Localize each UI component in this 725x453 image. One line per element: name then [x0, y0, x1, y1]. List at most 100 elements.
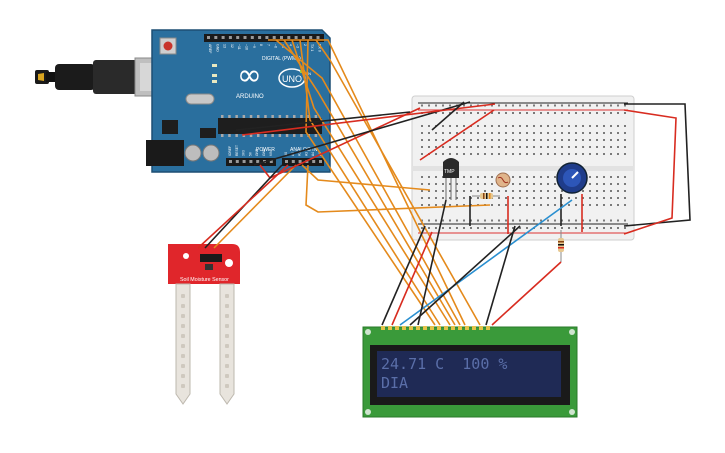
lcd-pin[interactable] [437, 326, 441, 330]
pin-label: A0 [284, 152, 288, 156]
temperature-sensor-label: TMP [444, 169, 455, 175]
lcd-pin[interactable] [472, 326, 476, 330]
header-pin[interactable] [258, 36, 262, 39]
pin-label: 8 [259, 44, 263, 46]
lcd-pin[interactable] [402, 326, 406, 330]
header-pin[interactable] [287, 36, 291, 39]
header-pin[interactable] [301, 36, 305, 39]
lcd-pin[interactable] [444, 326, 448, 330]
wire-5v-top[interactable] [241, 103, 496, 136]
arduino-model: UNO [282, 74, 302, 84]
header-pin[interactable] [291, 160, 295, 163]
wire-d10[interactable] [283, 39, 456, 326]
lcd-pin[interactable] [479, 326, 483, 330]
wire-lcd-rw[interactable] [409, 225, 521, 326]
wire-lcd-led-k[interactable] [485, 225, 516, 326]
breadboard[interactable]: TMP [411, 95, 635, 241]
header-pin[interactable] [236, 36, 240, 39]
pin-label: 7 [266, 44, 270, 46]
arduino-brand: ARDUINO [236, 94, 264, 100]
header-pin[interactable] [280, 36, 283, 39]
header-pin[interactable] [235, 160, 239, 163]
wire-d9[interactable] [291, 39, 451, 326]
pin-label: ~3 [296, 44, 300, 48]
wire-lcd-led-a[interactable] [491, 261, 562, 326]
pin-label: A3 [304, 152, 308, 156]
header-pin[interactable] [221, 36, 225, 39]
header-pin[interactable] [242, 160, 246, 163]
lcd-pin[interactable] [409, 326, 413, 330]
header-pin[interactable] [228, 36, 232, 39]
wire-d12[interactable] [268, 39, 466, 326]
wire-gnd[interactable] [253, 101, 471, 166]
soil-moisture-sensor[interactable]: Soil Moisture Sensor [168, 244, 240, 405]
header-pin[interactable] [272, 36, 276, 39]
wire-a2-ldr[interactable] [305, 164, 491, 213]
header-pin[interactable] [285, 160, 288, 163]
header-pin[interactable] [319, 160, 322, 163]
digital-header-label: DIGITAL (PWM~) [262, 56, 301, 62]
lcd-pin[interactable] [451, 326, 455, 330]
pin-label: RX 0 [318, 44, 322, 52]
pin-label: RESET [235, 145, 239, 156]
pin-label: GND [262, 148, 266, 156]
header-pin[interactable] [316, 36, 320, 39]
pin-label: ~9 [252, 44, 256, 48]
header-pin[interactable] [243, 36, 247, 39]
photoresistor[interactable] [495, 172, 511, 188]
pin-label: ~6 [274, 44, 278, 48]
header-pin[interactable] [269, 160, 273, 163]
header-pin[interactable] [214, 36, 218, 39]
resistor-1[interactable] [472, 193, 500, 199]
wire-a0-soil[interactable] [213, 164, 297, 249]
lcd-pin[interactable] [430, 326, 434, 330]
wire-lcd-e[interactable] [417, 199, 447, 326]
lcd-pin[interactable] [395, 326, 399, 330]
lcd-pin[interactable] [486, 326, 490, 330]
wire-lcd-vcc[interactable] [391, 231, 433, 326]
lcd-pin[interactable] [423, 326, 427, 330]
header-pin[interactable] [309, 36, 313, 39]
wires [197, 39, 691, 326]
potentiometer-knob[interactable] [556, 162, 588, 194]
crystal-oscillator [185, 93, 215, 105]
digital-header [204, 34, 324, 42]
wire-d7[interactable] [305, 39, 436, 326]
power-header-label: POWER [256, 147, 275, 153]
arduino-logo-icon: ∞ [237, 58, 262, 93]
header-pin[interactable] [256, 160, 260, 163]
pin-label: A4 [311, 152, 315, 156]
wire-bb-red-1[interactable] [419, 109, 495, 161]
temperature-sensor[interactable]: TMP [443, 158, 459, 200]
pin-label: A2 [298, 152, 302, 156]
lcd-pin[interactable] [465, 326, 469, 330]
pin-label: 4 [288, 44, 292, 46]
lcd-pin[interactable] [416, 326, 420, 330]
power-jack[interactable] [146, 140, 184, 166]
pin-label: AREF [208, 44, 212, 53]
wire-bb-black-1[interactable] [431, 101, 465, 131]
header-pin[interactable] [312, 160, 316, 163]
header-pin[interactable] [265, 36, 269, 39]
pin-label: TX 1 [310, 44, 314, 51]
wire-lcd-gnd[interactable] [381, 225, 426, 326]
lcd-display[interactable]: 24.71 C 100 % DIA [362, 326, 578, 418]
header-pin[interactable] [207, 36, 210, 39]
resistor-2[interactable] [558, 230, 564, 262]
wire-gnd-top[interactable] [235, 111, 411, 131]
wire-5v-soil[interactable] [197, 164, 289, 249]
pin-label: 13 [223, 44, 227, 48]
header-pin[interactable] [249, 160, 253, 163]
pin-label: ~10 [245, 44, 249, 50]
lcd-pin[interactable] [458, 326, 462, 330]
lcd-pin[interactable] [381, 326, 385, 330]
header-pin[interactable] [294, 36, 298, 39]
wire-lcd-contrast[interactable] [399, 199, 573, 326]
header-pin[interactable] [250, 36, 254, 39]
header-pin[interactable] [229, 160, 232, 163]
header-pin[interactable] [298, 160, 302, 163]
wire-rail-red-right[interactable] [623, 109, 677, 235]
wire-d8[interactable] [299, 39, 441, 326]
lcd-pin[interactable] [388, 326, 392, 330]
